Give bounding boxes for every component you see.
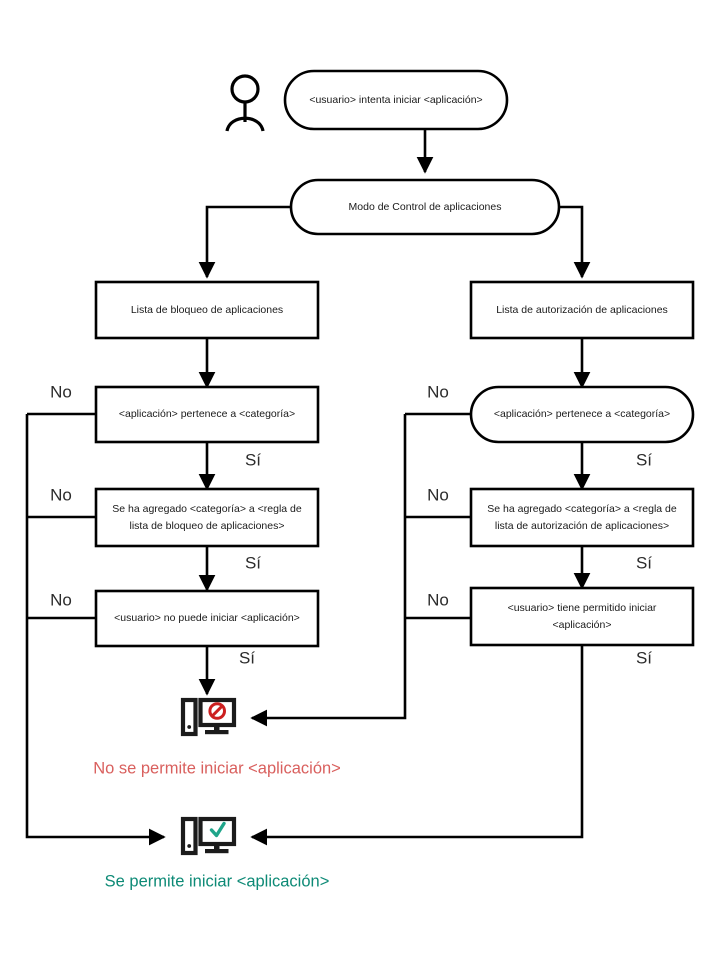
label-deny-category-no: No xyxy=(50,382,72,401)
left-no-rail xyxy=(25,414,166,846)
label-deny-user-si: Sí xyxy=(239,648,255,667)
node-allow-category-label: <aplicación> pertenece a <categoría> xyxy=(494,408,670,420)
node-deny-user[interactable]: <usuario> no puede iniciar <aplicación> xyxy=(94,589,320,648)
label-deny-category-si: Sí xyxy=(245,450,261,469)
label-deny-user-no: No xyxy=(50,590,72,609)
outcome-allowed-text: Se permite iniciar <aplicación> xyxy=(105,872,330,890)
node-allow-category[interactable]: <aplicación> pertenece a <categoría> xyxy=(469,385,695,444)
node-allow-user-line1: <usuario> tiene permitido iniciar xyxy=(508,602,657,614)
node-allowlist[interactable]: Lista de autorización de aplicaciones xyxy=(469,280,695,340)
node-deny-rule-line1: Se ha agregado <categoría> a <regla de xyxy=(112,503,302,515)
node-start[interactable]: <usuario> intenta iniciar <aplicación> xyxy=(283,69,509,131)
label-allow-category-no: No xyxy=(427,382,449,401)
monitor-blocked-icon xyxy=(180,697,237,737)
node-allow-user-line2: <aplicación> xyxy=(553,619,612,631)
monitor-allowed-icon xyxy=(180,816,237,856)
label-allow-rule-si: Sí xyxy=(636,553,652,572)
label-allow-user-si: Sí xyxy=(636,648,652,667)
outcome-denied-text: No se permite iniciar <aplicación> xyxy=(93,759,341,777)
edge-allow-user-si-to-allowed xyxy=(250,645,584,846)
node-allow-rule-line1: Se ha agregado <categoría> a <regla de xyxy=(487,503,677,515)
node-deny-rule-line2: lista de bloqueo de aplicaciones> xyxy=(130,520,285,532)
node-start-label: <usuario> intenta iniciar <aplicación> xyxy=(309,94,482,106)
node-deny-category[interactable]: <aplicación> pertenece a <categoría> xyxy=(94,385,320,444)
user-actor-icon xyxy=(225,74,265,132)
label-allow-user-no: No xyxy=(427,590,449,609)
label-deny-rule-no: No xyxy=(50,485,72,504)
node-deny-user-label: <usuario> no puede iniciar <aplicación> xyxy=(114,612,300,624)
right-no-rail xyxy=(250,414,407,727)
node-deny-category-label: <aplicación> pertenece a <categoría> xyxy=(119,408,295,420)
node-deny-rule[interactable]: Se ha agregado <categoría> a <regla de l… xyxy=(94,487,320,548)
node-allow-rule[interactable]: Se ha agregado <categoría> a <regla de l… xyxy=(469,487,695,548)
node-allow-user[interactable]: <usuario> tiene permitido iniciar <aplic… xyxy=(469,586,695,647)
node-allowlist-label: Lista de autorización de aplicaciones xyxy=(496,304,668,316)
edge-mode-to-denylist xyxy=(198,205,291,279)
node-denylist[interactable]: Lista de bloqueo de aplicaciones xyxy=(94,280,320,340)
label-deny-rule-si: Sí xyxy=(245,553,261,572)
label-allow-rule-no: No xyxy=(427,485,449,504)
node-mode[interactable]: Modo de Control de aplicaciones xyxy=(289,178,561,236)
label-allow-category-si: Sí xyxy=(636,450,652,469)
node-denylist-label: Lista de bloqueo de aplicaciones xyxy=(131,304,283,316)
node-allow-rule-line2: lista de autorización de aplicaciones> xyxy=(495,520,669,532)
node-mode-label: Modo de Control de aplicaciones xyxy=(349,201,502,213)
edge-mode-to-allowlist xyxy=(559,205,591,279)
